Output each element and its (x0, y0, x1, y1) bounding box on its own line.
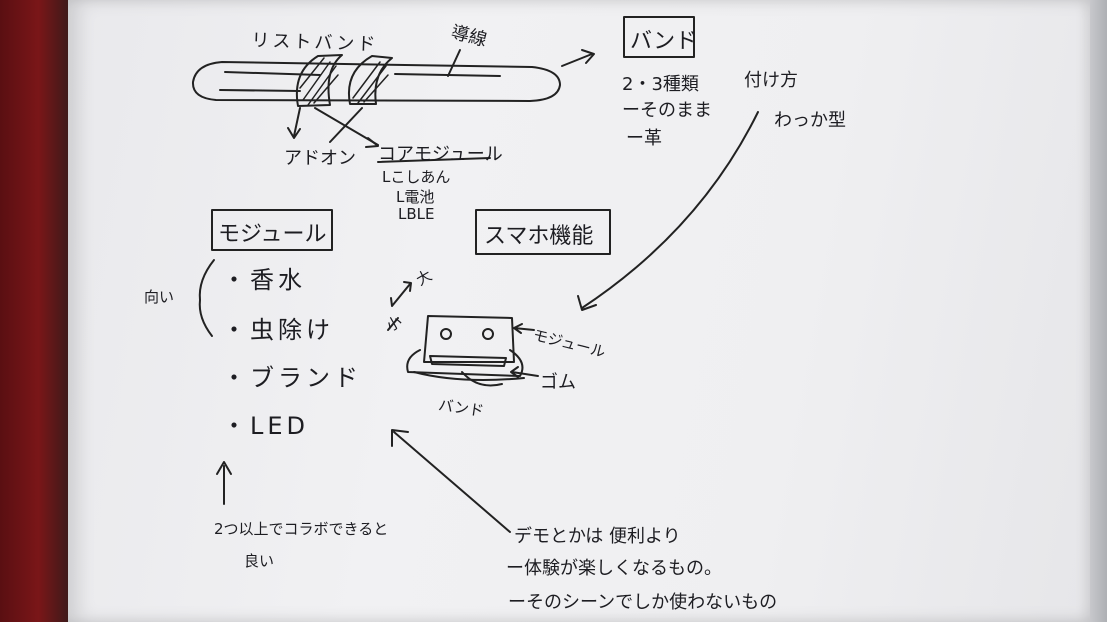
smartphone-box-frame (475, 209, 611, 255)
core-module-label: コアモジュール (378, 144, 503, 165)
module-box-label: モジュール (218, 222, 327, 247)
band-label-arrow (461, 371, 503, 387)
device-module (423, 315, 515, 363)
band-item-3: ー革 (626, 128, 662, 149)
module-side-label: 向い (144, 288, 175, 306)
demo-arrow (391, 429, 511, 533)
demo-note-line-3: ーそのシーンでしか使わないもの (508, 592, 778, 613)
paper-sheet (68, 0, 1090, 622)
core-arrow-2 (329, 107, 363, 143)
band-item-1: 2・3種類 (622, 74, 699, 95)
band-item-2: ーそのまま (622, 100, 712, 121)
smartphone-box-label: スマホ機能 (484, 224, 594, 249)
core-item-2: L電池 (396, 188, 435, 206)
module-box-frame (211, 209, 333, 251)
module-item-led: ・LED (222, 412, 310, 440)
core-module-ring (348, 55, 393, 105)
attach-label: 付け方 (744, 70, 798, 91)
band-arrow (561, 49, 595, 67)
wristband-label: リストバンド (251, 29, 379, 56)
size-arrow-small (387, 317, 399, 331)
addon-label: アドオン (284, 148, 356, 169)
demo-note-line-1: デモとかは 便利より (514, 526, 681, 547)
attach-value: わっか型 (774, 110, 846, 131)
wristband-inner-line-2 (219, 89, 301, 92)
collab-note-line-2: 良い (244, 552, 275, 570)
module-item-perfume: ・香水 (222, 266, 306, 294)
collab-arrow (216, 461, 232, 505)
background-left (0, 0, 70, 622)
module-label-arrow (513, 323, 535, 334)
wristband-inner-line-1 (224, 71, 321, 76)
diagram-rubber-label: ゴム (540, 372, 576, 393)
core-item-3: LBLE (398, 205, 435, 223)
module-item-brand: ・ブランド (222, 364, 362, 392)
addon-arrow (287, 107, 301, 139)
collab-note-line-1: 2つ以上でコラボできると (214, 520, 389, 538)
wire-pointer (447, 49, 461, 77)
size-arrow-large (390, 281, 412, 307)
module-bracket (198, 259, 215, 337)
core-underline (377, 157, 491, 163)
attach-arrow (577, 111, 759, 311)
demo-note-line-2: ー体験が楽しくなるもの。 (506, 558, 722, 579)
addon-ring (296, 54, 343, 107)
module-item-insect-repellent: ・虫除け (222, 316, 334, 344)
band-box-label: バンド (630, 29, 698, 54)
rubber-label-arrow (510, 366, 539, 378)
core-item-1: Lこしあん (382, 168, 451, 186)
wristband-outline (191, 61, 561, 102)
band-box-frame (623, 16, 695, 58)
